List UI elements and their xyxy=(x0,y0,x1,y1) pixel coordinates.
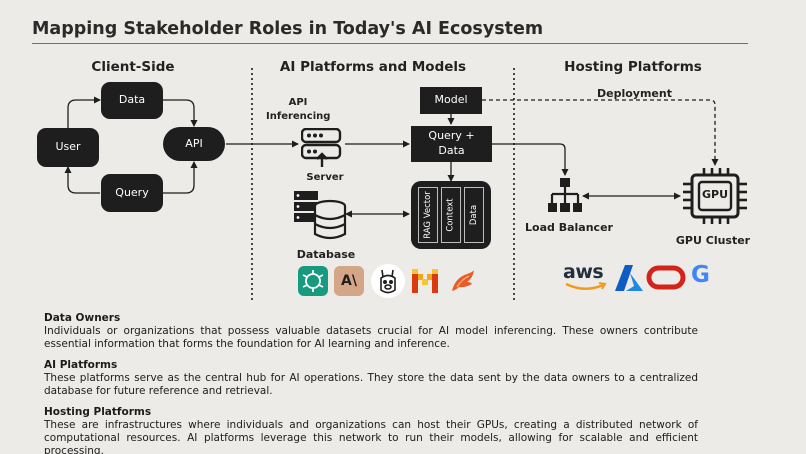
description-heading: Data Owners xyxy=(44,312,121,324)
load-balancer-icon xyxy=(548,178,582,212)
api-inferencing-label: API Inferencing xyxy=(266,96,330,123)
description-heading: Hosting Platforms xyxy=(44,406,152,418)
section-heading-client: Client-Side xyxy=(91,59,175,75)
rag-data-cell: Data xyxy=(464,187,484,243)
query-data-line1: Query + xyxy=(428,129,475,143)
llama-logo-icon xyxy=(371,264,405,298)
rag-data-text: Data xyxy=(469,204,480,226)
title-divider xyxy=(32,43,748,44)
aws-logo-text: aws xyxy=(563,261,604,283)
deployment-label: Deployment xyxy=(597,87,672,100)
description-text: These are infrastructures where individu… xyxy=(44,419,698,454)
arrow-user-to-query xyxy=(64,166,100,194)
oracle-logo-icon xyxy=(646,265,686,290)
rag-block: RAG Vector Context Data xyxy=(411,181,491,249)
section-heading-platforms: AI Platforms and Models xyxy=(279,59,467,75)
arrow-deployment xyxy=(482,99,719,166)
anthropic-logo-icon: A\ xyxy=(334,266,364,296)
gpu-icon: GPU xyxy=(682,166,748,226)
server-label: Server xyxy=(306,172,344,183)
query-node: Query xyxy=(101,174,163,212)
rag-vector-text: RAG Vector xyxy=(423,191,434,239)
description-data-owners: Data Owners Individuals or organizations… xyxy=(44,312,698,351)
google-logo-icon: G xyxy=(691,262,710,288)
load-balancer-label: Load Balancer xyxy=(525,221,613,234)
query-data-node: Query + Data xyxy=(411,126,492,162)
user-node: User xyxy=(37,128,99,167)
arrow-data-to-api xyxy=(163,99,198,127)
rag-vector-cell: RAG Vector xyxy=(418,187,438,243)
description-heading: AI Platforms xyxy=(44,359,118,371)
page-title: Mapping Stakeholder Roles in Today's AI … xyxy=(32,19,544,39)
database-label: Database xyxy=(296,248,356,261)
section-heading-hosting: Hosting Platforms xyxy=(564,59,702,75)
description-ai-platforms: AI Platforms These platforms serve as th… xyxy=(44,359,698,398)
database-icon xyxy=(294,191,347,240)
google-logo-text: G xyxy=(691,262,710,288)
data-node: Data xyxy=(101,82,163,119)
api-node: API xyxy=(163,127,225,161)
azure-logo-icon xyxy=(615,265,643,291)
arrow-user-to-data xyxy=(67,96,101,128)
api-inferencing-line1: API xyxy=(288,97,308,108)
server-icon xyxy=(301,128,342,167)
bird-logo-icon xyxy=(447,266,477,296)
arrow-query-to-api xyxy=(163,161,198,194)
aws-logo-icon: aws xyxy=(563,262,609,294)
mistral-logo-icon xyxy=(410,266,440,296)
description-text: These platforms serve as the central hub… xyxy=(44,372,698,397)
rag-context-cell: Context xyxy=(441,187,461,243)
description-text: Individuals or organizations that posses… xyxy=(44,325,698,350)
query-data-line2: Data xyxy=(438,144,465,157)
arrow-querydata-to-loadbalancer xyxy=(492,143,569,176)
description-hosting-platforms: Hosting Platforms These are infrastructu… xyxy=(44,406,698,454)
rag-context-text: Context xyxy=(446,198,456,232)
model-node: Model xyxy=(420,87,482,114)
api-inferencing-line2: Inferencing xyxy=(266,110,331,122)
gpu-chip-label: GPU xyxy=(701,188,729,201)
gpu-cluster-label: GPU Cluster xyxy=(675,234,751,247)
chatgpt-logo-icon xyxy=(298,266,328,296)
